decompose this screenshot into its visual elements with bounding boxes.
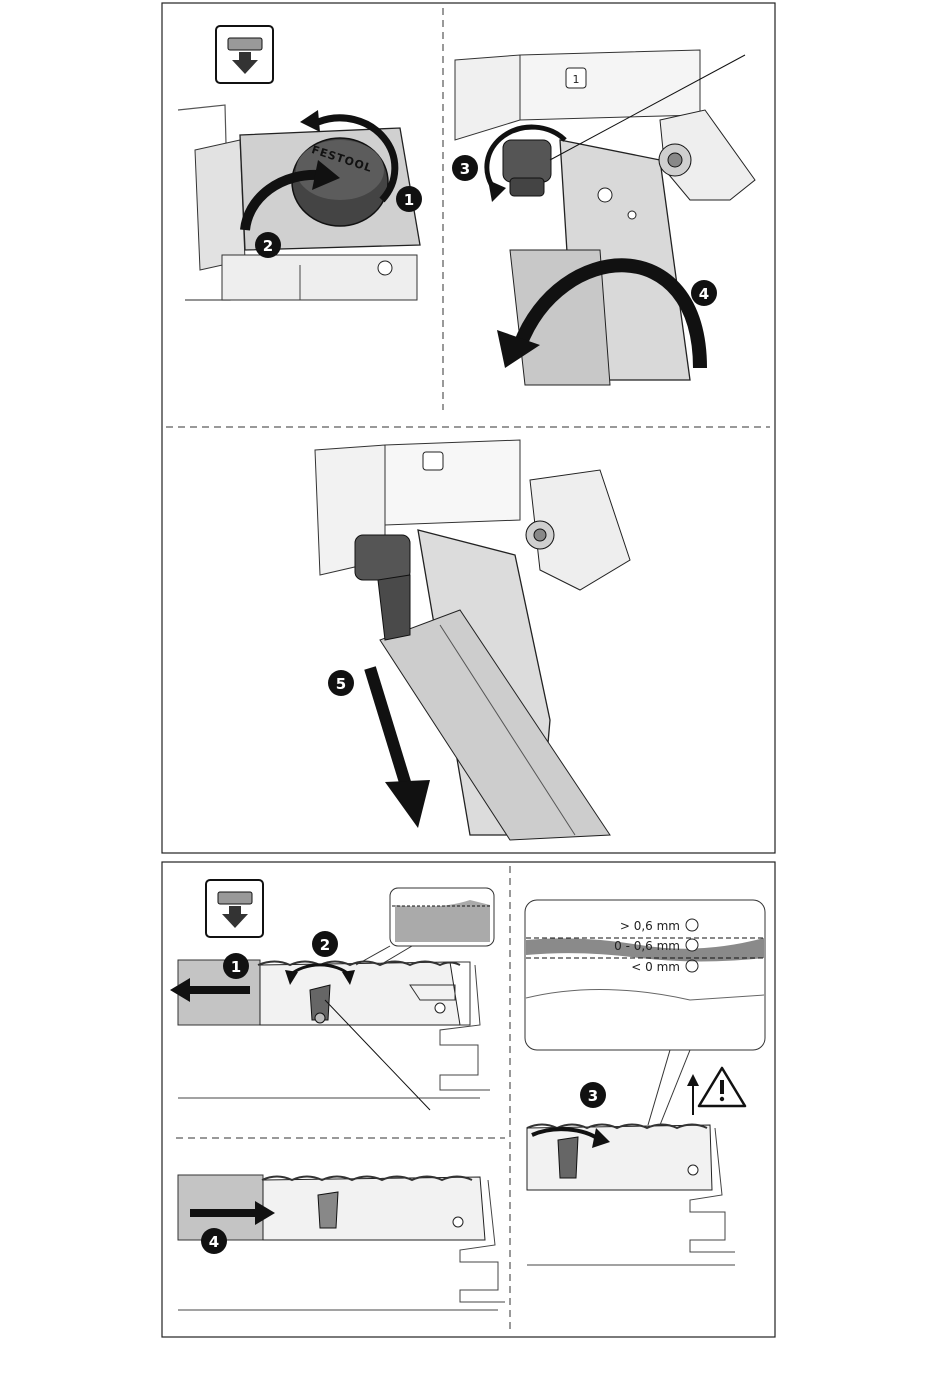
- panel-push-rail: 4: [178, 1175, 505, 1310]
- svg-text:4: 4: [209, 1233, 219, 1251]
- svg-text:2: 2: [263, 237, 273, 255]
- svg-text:3: 3: [588, 1087, 598, 1105]
- panel-gap-check: > 0,6 mm 0 - 0,6 mm < 0 mm 3: [525, 900, 765, 1265]
- tool-mode-icon-2: [206, 880, 263, 937]
- svg-text:1: 1: [404, 191, 414, 209]
- gap-label-too-high: > 0,6 mm: [620, 919, 680, 933]
- svg-text:2: 2: [320, 936, 330, 954]
- clamp-lever-lowered: [526, 470, 630, 590]
- tool-mode-icon: [216, 26, 273, 83]
- gap-label-too-low: < 0 mm: [631, 960, 680, 974]
- warning-icon: [699, 1068, 745, 1106]
- svg-text:4: 4: [699, 285, 709, 303]
- clamp-lever: [659, 110, 755, 200]
- panel-hand-wheel: FESTOOL 1 2: [178, 105, 422, 300]
- gap-label-ok: 0 - 0,6 mm: [614, 939, 680, 953]
- panel-rail-rotate: 1 3 4: [452, 50, 755, 385]
- svg-text:1: 1: [231, 958, 241, 976]
- happy-face-icon: [686, 939, 698, 951]
- rear-wheel-knob-lowered: [355, 535, 410, 640]
- figure-2: 1 2 4: [162, 862, 775, 1337]
- svg-text:3: 3: [460, 160, 470, 178]
- svg-text:5: 5: [336, 675, 346, 693]
- switch-symbol: 1: [573, 73, 580, 86]
- rear-wheel-knob: [503, 140, 551, 196]
- detail-callout: [356, 888, 494, 965]
- figure-1: FESTOOL 1 2 1: [162, 3, 775, 853]
- panel-rail-lower: 5: [315, 440, 630, 840]
